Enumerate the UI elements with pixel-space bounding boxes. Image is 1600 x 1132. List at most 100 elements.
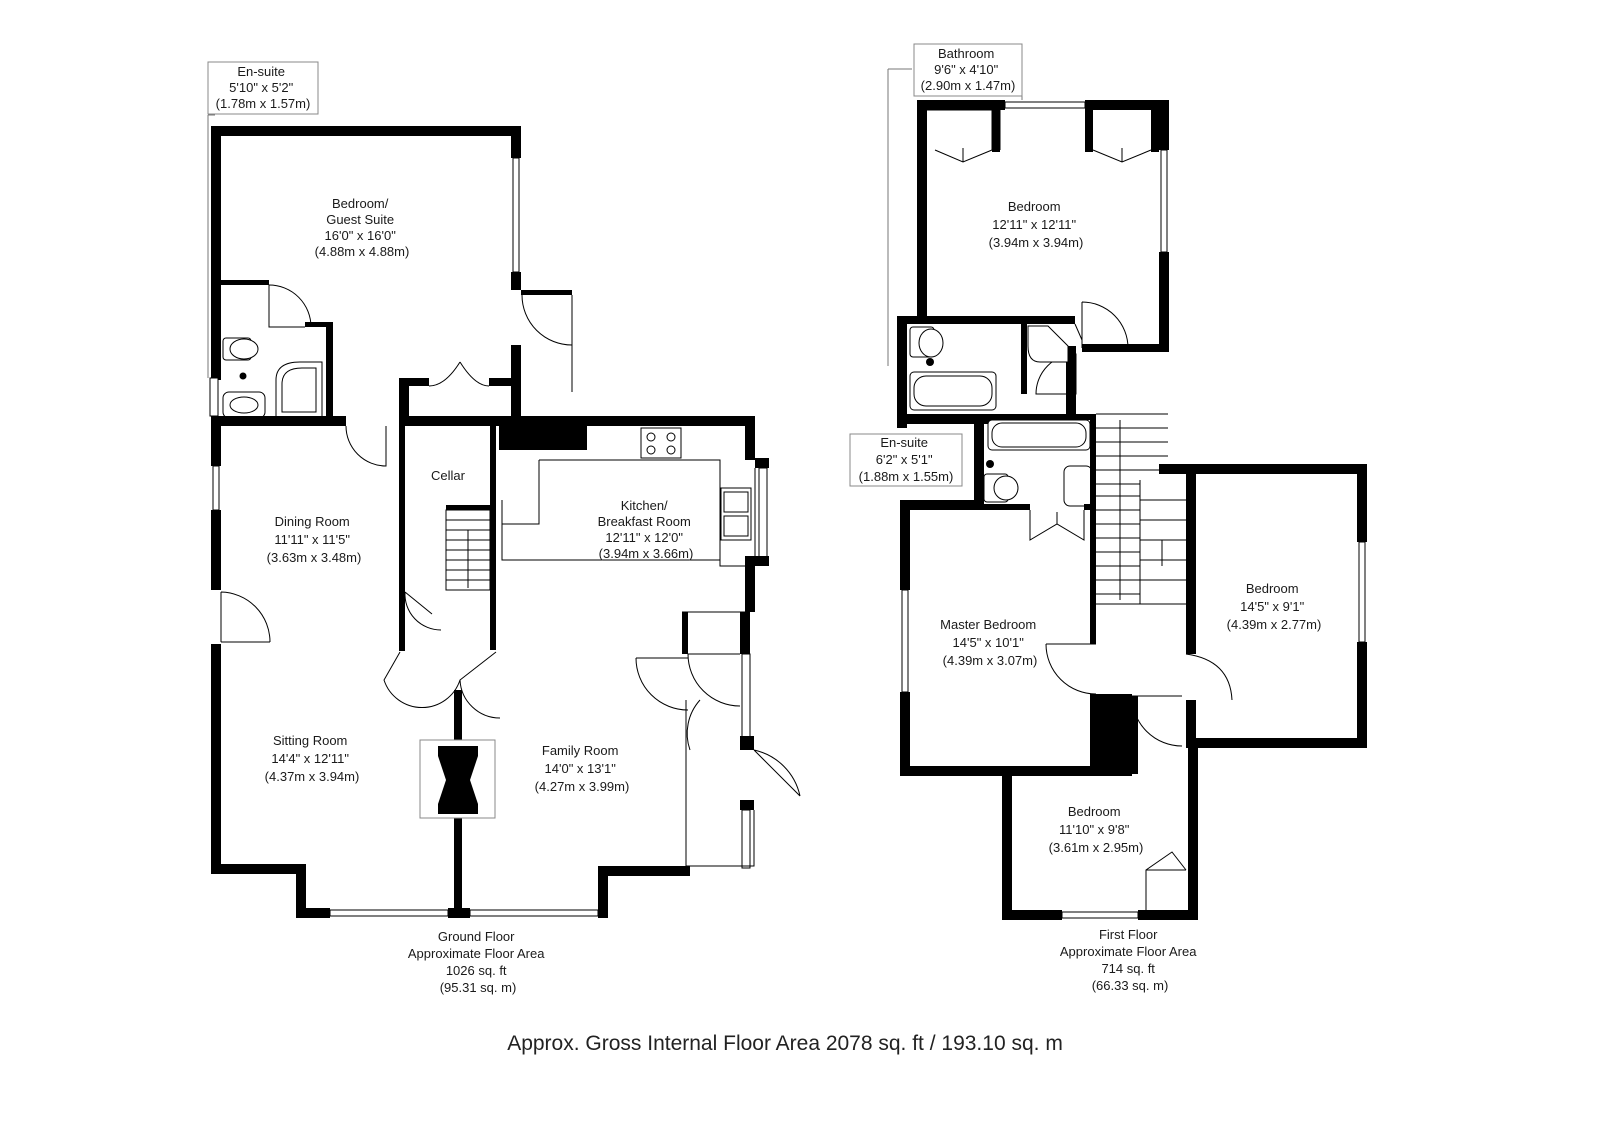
wall	[900, 692, 910, 776]
door-swing	[635, 657, 689, 711]
bedroom-rear-label: Bedroom 11'10" x 9'8" (3.61m x 2.95m)	[1049, 804, 1144, 855]
sitting-room-label: Sitting Room 14'4" x 12'11" (4.37m x 3.9…	[265, 733, 360, 784]
wall	[211, 126, 521, 136]
bedroom-front-label: Bedroom 12'11" x 12'11" (3.94m x 3.94m)	[989, 199, 1084, 250]
ground-floor-area-caption: Ground Floor Approximate Floor Area 1026…	[408, 929, 548, 995]
wall	[326, 322, 333, 422]
door-swing	[220, 591, 271, 643]
wall	[974, 414, 984, 510]
ground-floor-plan	[207, 114, 801, 918]
wall	[1357, 642, 1367, 748]
door-swing	[1045, 643, 1097, 695]
chimney-breast	[499, 426, 587, 450]
window	[329, 909, 449, 917]
wall	[897, 414, 997, 424]
wall	[1090, 540, 1096, 644]
wardrobe-doors	[934, 148, 993, 163]
window	[1358, 541, 1366, 643]
wall	[1159, 252, 1169, 348]
wall	[917, 100, 927, 318]
shower-tray-icon	[281, 367, 317, 413]
wall	[296, 864, 306, 918]
wall	[598, 872, 608, 918]
wall	[399, 426, 405, 651]
wall	[409, 416, 499, 426]
ensuite-ff-label-box	[849, 433, 963, 487]
wall	[1186, 700, 1196, 748]
cupboard	[1145, 851, 1187, 910]
wall	[1090, 694, 1132, 774]
wall	[296, 908, 330, 918]
wall	[211, 864, 301, 874]
wardrobe	[927, 109, 1001, 150]
wall	[1138, 910, 1198, 920]
toilet-icon	[993, 475, 1019, 501]
toilet-icon	[229, 338, 259, 360]
bath-icon	[909, 371, 997, 411]
window	[469, 909, 599, 917]
wall	[745, 556, 769, 566]
shower-head-icon	[239, 372, 247, 380]
door-swing	[521, 294, 573, 346]
wall	[740, 736, 754, 750]
wall	[897, 316, 907, 428]
bathroom-label: Bathroom 9'6" x 4'10" (2.90m x 1.47m)	[921, 46, 1016, 93]
wall	[1066, 346, 1076, 416]
gross-internal-area: Approx. Gross Internal Floor Area 2078 s…	[507, 1032, 1063, 1055]
wall	[489, 378, 519, 386]
wall	[755, 458, 769, 468]
chimney-breast	[438, 746, 478, 814]
door-swing	[1029, 510, 1085, 541]
dining-room-label: Dining Room 11'11" x 11'5" (3.63m x 3.48…	[267, 514, 362, 565]
window	[212, 465, 220, 511]
ensuite-gf-label-box	[207, 61, 319, 115]
wall	[740, 612, 750, 654]
window	[209, 377, 219, 417]
wall	[745, 566, 755, 612]
wall	[974, 414, 1096, 420]
wall	[917, 100, 1005, 110]
bedroom-side-label: Bedroom 14'5" x 9'1" (4.39m x 2.77m)	[1227, 581, 1322, 632]
staircase	[446, 519, 490, 588]
wall	[900, 500, 984, 510]
room-labels: En-suite 5'10" x 5'2" (1.78m x 1.57m) Be…	[216, 46, 1322, 855]
wall	[1357, 464, 1367, 542]
sink-icon	[720, 487, 752, 541]
wall	[399, 378, 409, 426]
wall	[745, 416, 755, 460]
wall	[499, 416, 755, 426]
wall	[1132, 696, 1138, 774]
wall	[1159, 100, 1169, 150]
family-room-label: Family Room 14'0" x 13'1" (4.27m x 3.99m…	[535, 743, 630, 794]
wall	[900, 766, 1132, 776]
wall	[1085, 100, 1169, 110]
ensuite-ff-label: En-suite 6'2" x 5'1" (1.88m x 1.55m)	[859, 435, 954, 484]
door-swing	[404, 591, 442, 631]
door-swing	[1185, 653, 1233, 701]
master-bedroom-label: Master Bedroom 14'5" x 10'1" (4.39m x 3.…	[940, 617, 1040, 668]
basin-icon	[1063, 465, 1093, 507]
window	[901, 589, 909, 693]
window	[741, 809, 751, 869]
door-swing	[753, 749, 801, 797]
wall	[211, 426, 221, 466]
shower-head-icon	[986, 460, 994, 468]
wall	[1090, 420, 1096, 544]
window	[741, 653, 751, 739]
wall	[1186, 738, 1367, 748]
wall	[1186, 474, 1196, 654]
wardrobe-doors	[1092, 148, 1152, 163]
door-swing	[268, 284, 312, 328]
window	[512, 157, 520, 273]
wall	[1002, 910, 1062, 920]
basin-icon	[1027, 325, 1069, 363]
cellar-label: Cellar	[431, 468, 466, 483]
wall	[211, 416, 346, 426]
wall	[305, 322, 333, 327]
wall	[740, 800, 754, 810]
staircase	[1096, 413, 1186, 605]
wall	[221, 280, 269, 285]
basin-icon	[229, 396, 259, 414]
door-swing	[345, 425, 387, 467]
wall	[984, 504, 1030, 510]
